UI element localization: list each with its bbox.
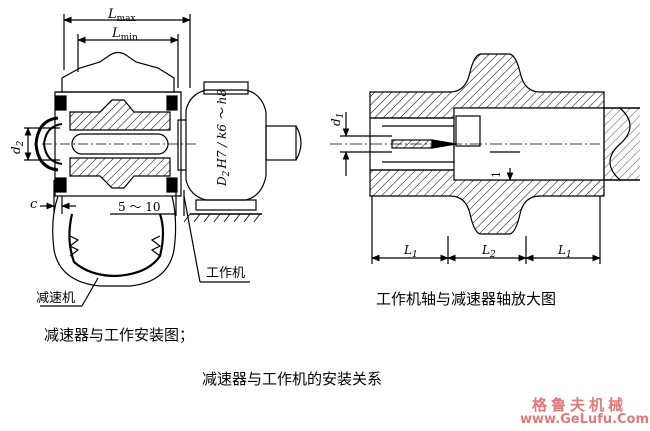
gap-dimension [110, 190, 185, 216]
d1-label: d1 [329, 113, 346, 126]
c-label: c [30, 197, 38, 212]
d2-label: d2 [9, 140, 26, 154]
install-caption: 减速器与工作安装图； [44, 326, 195, 344]
reducer-hub-section-upper [369, 53, 605, 119]
gear-hub-upper [69, 99, 171, 131]
l1-right-label: L1 [557, 243, 572, 260]
work-machine-leader [183, 195, 201, 283]
reducer-hub-section-lower [369, 169, 605, 235]
d1-dimension [340, 112, 392, 176]
bolt-top-right [166, 95, 178, 111]
key-slot [455, 115, 481, 147]
work-machine-base [195, 199, 257, 211]
left-assembly-drawing [24, 14, 302, 307]
l-max-label: Lmax [107, 7, 136, 24]
left-bearing-cover [34, 116, 59, 172]
d2-dimension [24, 127, 60, 161]
reducer-top-housing [61, 51, 175, 92]
bolt-bottom-right [166, 177, 178, 193]
one-label: 1 [490, 171, 503, 178]
zoom-caption: 工作机轴与减速器轴放大图 [376, 290, 557, 308]
l1-left-label: L1 [403, 243, 418, 260]
c-dimension [40, 180, 76, 214]
reducer-label: 减速机 [36, 291, 75, 306]
l-min-label: Lmin [111, 26, 138, 43]
reducer-lower-body [52, 195, 177, 287]
bolt-top-left [55, 95, 67, 111]
right-detail-drawing [330, 53, 640, 264]
gap-label: 5 ～ 10 [118, 200, 161, 214]
reducer-leader [81, 277, 99, 307]
watermark-cn: 格鲁夫机械 [532, 396, 628, 414]
length-dimensions [371, 196, 601, 264]
l-min-dimension [77, 34, 179, 88]
bolt-bottom-left [55, 177, 67, 193]
watermark-url: www.GeLufu.Com [520, 412, 650, 427]
l-max-dimension [63, 14, 191, 88]
l2-label: L2 [481, 243, 496, 260]
one-dimension [490, 151, 520, 181]
work-machine-label: 工作机 [206, 266, 245, 281]
work-machine-body [185, 89, 267, 201]
main-caption: 减速器与工作机的安装关系 [202, 370, 383, 388]
fit-label: D2H7 / k6 ～ h8 [215, 89, 232, 187]
gear-hub-lower [69, 157, 171, 189]
